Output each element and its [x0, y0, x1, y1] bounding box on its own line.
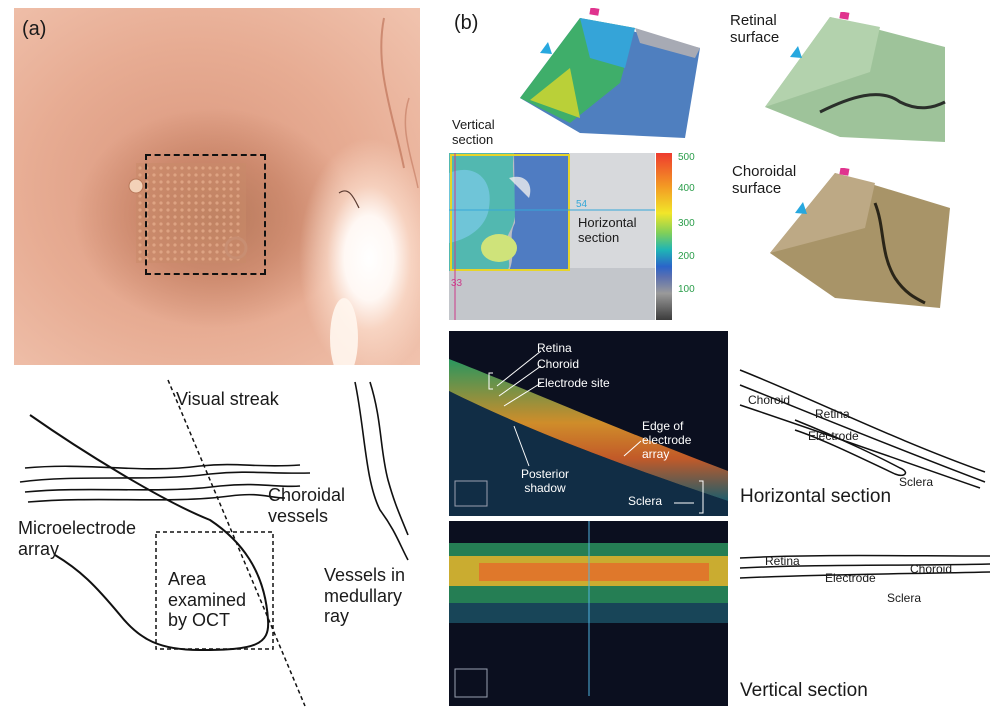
- panel-a-label: (a): [22, 18, 47, 40]
- retinal-surface-label: Retinal surface: [730, 12, 780, 47]
- colorbar-tick: 500: [678, 152, 695, 163]
- oct-retina-annotation: Retina: [537, 341, 572, 355]
- v-schematic-electrode: Electrode: [825, 571, 876, 585]
- h-schematic-sclera: Sclera: [899, 475, 934, 489]
- h-index-marker: 54: [576, 199, 588, 210]
- retinal-surface-3d: [765, 12, 946, 142]
- colorbar-tick: 100: [678, 284, 695, 295]
- h-schematic-electrode: Electrode: [808, 429, 859, 443]
- oct-choroid-annotation: Choroid: [537, 357, 580, 371]
- thickness-colorbar: [656, 153, 672, 320]
- medullary-vessels-label: Vessels in medullary ray: [324, 565, 406, 627]
- choroidal-surface-label: Choroidal surface: [732, 163, 797, 198]
- oct-edge-array-annotation: Edge of electrode array: [642, 419, 692, 461]
- panel-b-label: (b): [454, 12, 479, 34]
- v-schematic-retina: Retina: [765, 554, 800, 568]
- h-schematic-choroid: Choroid: [748, 393, 791, 407]
- microelectrode-array-label: Microelectrode array: [18, 518, 137, 559]
- vertical-section-label-top: Vertical section: [452, 117, 495, 147]
- choroidal-vessels-label: Choroidal vessels: [268, 485, 346, 526]
- vertical-schematic: [739, 554, 991, 579]
- fundus-schematic: [19, 379, 409, 707]
- thickness-map: [449, 153, 655, 320]
- combined-surface-3d: [520, 8, 700, 138]
- horizontal-oct-scan: [449, 331, 728, 516]
- colorbar-tick: 300: [678, 218, 695, 229]
- colorbar-tick: 400: [678, 183, 695, 194]
- oct-posterior-shadow-annotation: Posterior shadow: [521, 467, 570, 495]
- v-index-marker: 33: [451, 278, 463, 289]
- v-schematic-sclera: Sclera: [887, 591, 922, 605]
- area-examined-label: Area examined by OCT: [168, 569, 247, 631]
- horizontal-schematic: [739, 369, 986, 489]
- vertical-oct-scan: [449, 521, 728, 706]
- choroidal-surface-3d: [770, 168, 950, 308]
- horizontal-section-label-mid: Horizontal section: [578, 215, 637, 245]
- horizontal-section-title: Horizontal section: [740, 486, 892, 507]
- visual-streak-label: Visual streak: [176, 389, 279, 409]
- h-schematic-retina: Retina: [815, 407, 850, 421]
- colorbar-tick: 200: [678, 251, 695, 262]
- v-schematic-choroid: Choroid: [910, 562, 953, 576]
- oct-sclera-annotation: Sclera: [628, 494, 663, 508]
- fundus-photograph: (a): [14, 8, 420, 365]
- fundus-details: [128, 17, 419, 365]
- vertical-section-title: Vertical section: [740, 680, 868, 701]
- oct-region-box: [145, 154, 266, 275]
- oct-electrode-site-annotation: Electrode site: [537, 376, 610, 390]
